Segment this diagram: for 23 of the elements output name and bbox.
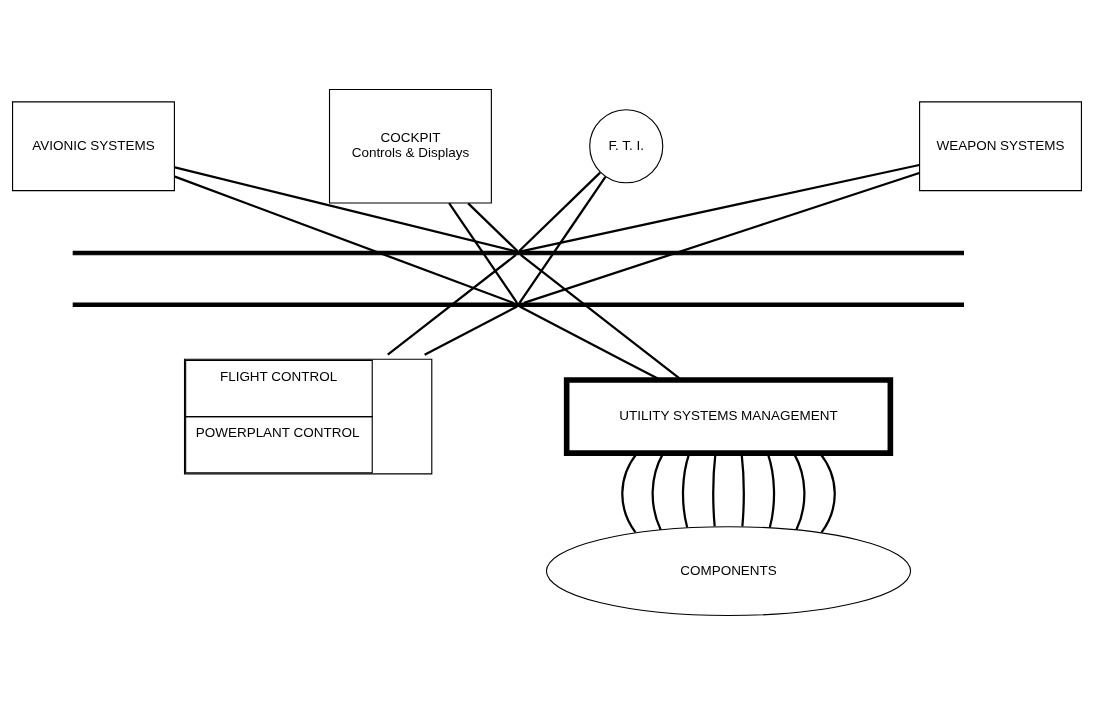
connector: [518, 171, 601, 252]
node-box: AVIONIC SYSTEMS: [12, 101, 175, 192]
connector: [174, 166, 517, 253]
connector: [712, 453, 717, 527]
connector: [448, 202, 518, 304]
connector: [740, 453, 745, 527]
node-box: UTILITY SYSTEMS MANAGEMENT: [563, 377, 894, 456]
node-circle: F. T. I.: [589, 109, 664, 184]
connector: [520, 253, 682, 381]
connector: [518, 176, 607, 304]
connector: [174, 175, 515, 305]
node-box: WEAPON SYSTEMS: [919, 101, 1082, 192]
connector: [523, 171, 920, 304]
connector: [766, 453, 776, 528]
connector: [467, 202, 519, 253]
connector: [681, 453, 691, 528]
connector: [520, 163, 920, 253]
node-bar: [72, 250, 964, 256]
node-box: COCKPIT Controls & Displays: [328, 88, 492, 204]
node-ellipse: COMPONENTS: [545, 526, 912, 617]
connector: [424, 305, 518, 356]
connector: [387, 253, 517, 356]
node-bar: [72, 302, 964, 307]
